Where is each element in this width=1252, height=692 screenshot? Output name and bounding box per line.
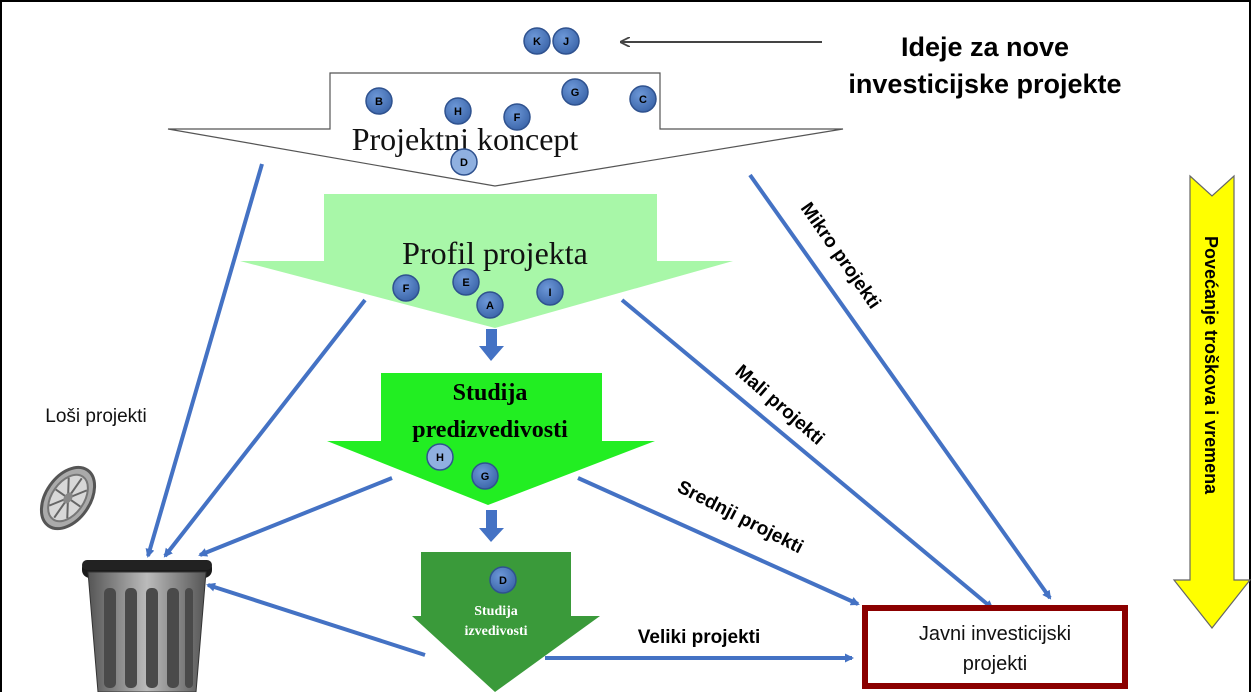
idea-circle-concept-B — [365, 87, 393, 115]
idea-letter-concept-D: D — [460, 157, 468, 169]
idea-circle-concept-G — [561, 78, 589, 106]
trash-bin-icon — [82, 560, 212, 692]
idea-circle-prefeasibility-H — [426, 443, 454, 471]
prefeasibility-funnel-shape — [327, 373, 655, 505]
feas-to-bin-arrow — [206, 582, 426, 657]
profile-to-bin-arrow — [163, 298, 367, 558]
idea-letter-concept-B: B — [375, 96, 383, 108]
idea-circle-incoming-K — [523, 27, 551, 55]
micro-arrow — [748, 173, 1052, 600]
concept-to-bin-arrow — [145, 163, 264, 558]
idea-circle-profile-I — [536, 278, 564, 306]
idea-circle-incoming-J — [552, 27, 580, 55]
stage-arrow-1 — [479, 329, 504, 361]
idea-letter-concept-H: H — [454, 106, 462, 118]
idea-circle-profile-E — [452, 268, 480, 296]
idea-circle-profile-F — [392, 274, 420, 302]
concept-funnel-shape — [167, 72, 844, 187]
idea-circle-prefeasibility-G — [471, 462, 499, 490]
bad-projects-label: Loši projekti — [45, 406, 146, 427]
profile-label: Profil projekta — [402, 235, 588, 271]
side-yellow-arrow — [1172, 174, 1252, 629]
title-line1: Ideje za nove — [901, 32, 1069, 62]
idea-letter-profile-A: A — [486, 300, 494, 312]
idea-letter-profile-E: E — [462, 277, 469, 289]
medium-projects-label: Srednji projekti — [674, 477, 807, 559]
idea-circle-concept-C — [629, 85, 657, 113]
stage-arrow-2 — [479, 510, 504, 542]
idea-letter-prefeasibility-G: G — [481, 471, 490, 483]
idea-letter-profile-I: I — [548, 287, 551, 299]
idea-letter-concept-G: G — [571, 87, 580, 99]
idea-letter-concept-F: F — [514, 112, 521, 124]
idea-circle-feasibility-D — [489, 566, 517, 594]
medium-arrow — [577, 476, 860, 606]
feasibility-label-line1: Studija — [474, 604, 518, 619]
target-line1: Javni investicijski — [919, 623, 1071, 645]
target-box — [862, 605, 1128, 689]
idea-circle-concept-D — [450, 148, 478, 176]
idea-letter-profile-F: F — [403, 283, 410, 295]
title-line2: investicijske projekte — [848, 69, 1121, 99]
target-line2: projekti — [963, 653, 1027, 675]
idea-circle-concept-F — [503, 103, 531, 131]
flow-arrows — [145, 163, 1052, 663]
idea-circle-concept-H — [444, 97, 472, 125]
prefeas-to-bin-arrow — [198, 476, 393, 557]
idea-letter-incoming-J: J — [563, 36, 569, 48]
idea-letter-concept-C: C — [639, 94, 647, 106]
prefeasibility-label-line1: Studija — [453, 380, 528, 406]
idea-circle-profile-A — [476, 291, 504, 319]
idea-letter-feasibility-D: D — [499, 575, 507, 587]
idea-letter-prefeasibility-H: H — [436, 452, 444, 464]
large-projects-label: Veliki projekti — [638, 627, 761, 648]
prefeasibility-label-line2: predizvedivosti — [412, 417, 568, 443]
idea-letter-incoming-K: K — [533, 36, 541, 48]
side-arrow-label: Povećanje troškova i vremena — [1201, 236, 1221, 495]
trash-lid-icon — [39, 465, 97, 531]
small-arrow — [620, 298, 994, 610]
feasibility-funnel-shape — [412, 552, 600, 692]
feasibility-label-line2: izvedivosti — [465, 624, 528, 639]
idea-circles: K J B H F G C D F E A I H G D — [365, 27, 657, 594]
profile-funnel-shape — [240, 194, 733, 328]
